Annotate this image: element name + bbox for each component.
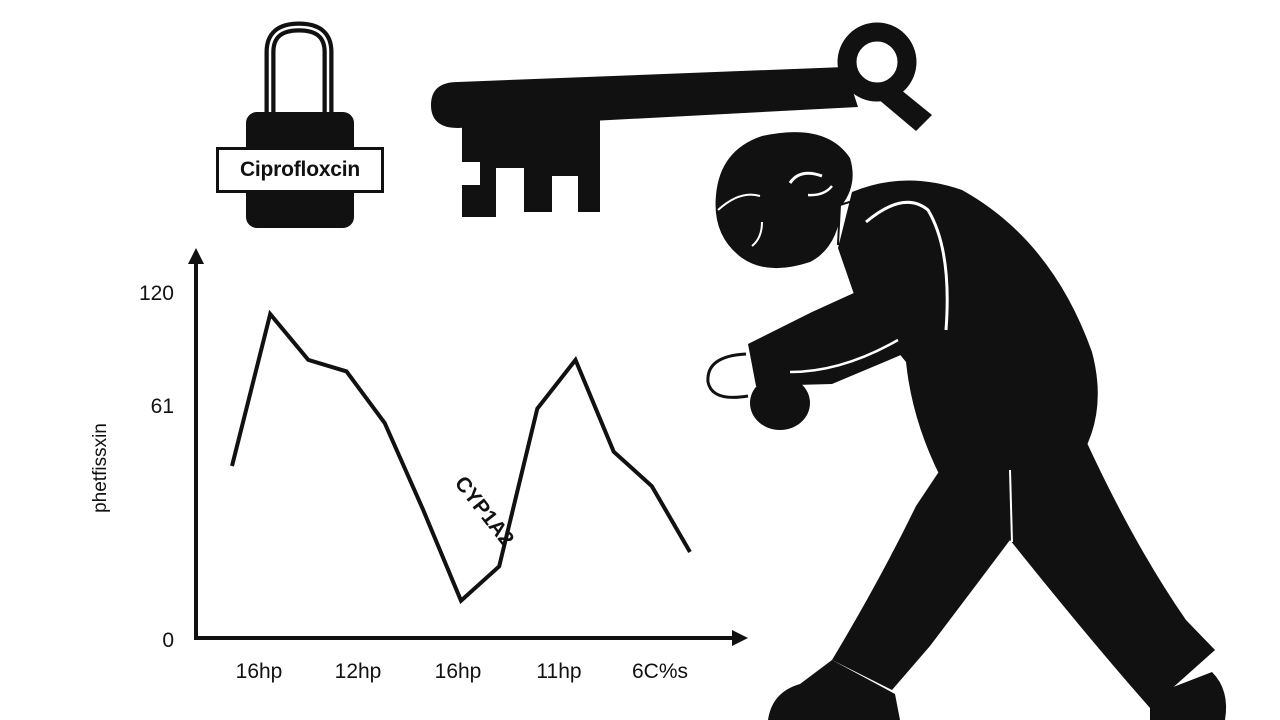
series-line: [230, 309, 692, 605]
y-axis-arrow: [188, 248, 204, 264]
y-axis-title: phetfissxin: [90, 423, 111, 513]
padlock-icon: [246, 21, 354, 228]
y-tick-label: 120: [138, 282, 174, 305]
y-tick-label: 61: [150, 395, 174, 418]
x-tick-label: 11hp: [536, 660, 582, 683]
x-axis-arrow: [732, 630, 748, 646]
y-tick-label: 0: [162, 629, 174, 652]
key-icon: [431, 22, 932, 217]
x-tick-label: 6C%s: [631, 660, 689, 683]
line-chart: [188, 248, 748, 646]
x-tick-label: 16hp: [235, 660, 283, 683]
bent-figure-icon: [706, 132, 1227, 720]
x-tick-label: 16hp: [434, 660, 482, 683]
lock-label: Ciprofloxcin: [216, 147, 384, 193]
x-tick-label: 12hp: [334, 660, 382, 683]
